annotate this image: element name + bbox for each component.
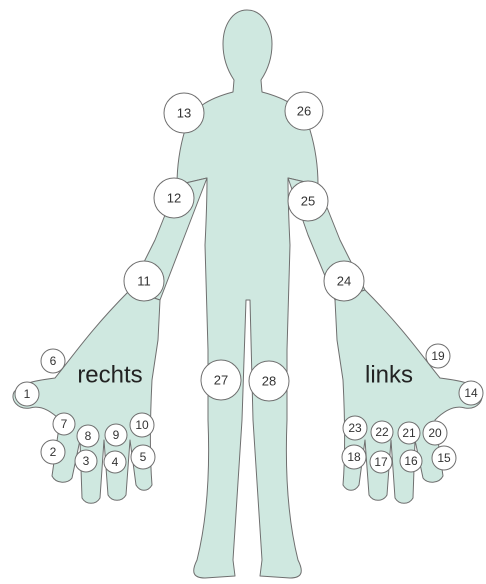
marker-7: 7 <box>53 413 75 435</box>
marker-label: 17 <box>374 455 388 469</box>
marker-20: 20 <box>423 421 447 445</box>
marker-10: 10 <box>130 413 154 437</box>
marker-4: 4 <box>104 451 126 473</box>
marker-label: 23 <box>348 421 362 435</box>
marker-1: 1 <box>15 382 39 406</box>
marker-label: 15 <box>437 451 451 465</box>
marker-label: 2 <box>50 445 57 459</box>
marker-label: 3 <box>83 454 90 468</box>
marker-label: 20 <box>428 426 442 440</box>
marker-label: 16 <box>404 454 418 468</box>
marker-2: 2 <box>41 440 65 464</box>
marker-label: 24 <box>337 274 351 289</box>
marker-label: 22 <box>375 425 389 439</box>
marker-21: 21 <box>398 422 420 444</box>
marker-label: 14 <box>464 386 478 400</box>
marker-22: 22 <box>371 421 393 443</box>
marker-label: 13 <box>177 106 191 121</box>
marker-label: 6 <box>50 354 57 368</box>
marker-14: 14 <box>459 381 483 405</box>
marker-18: 18 <box>342 445 366 469</box>
marker-26: 26 <box>285 92 323 130</box>
marker-label: 19 <box>431 349 445 363</box>
marker-label: 25 <box>301 194 315 209</box>
marker-label: 5 <box>140 450 147 464</box>
marker-19: 19 <box>426 344 450 368</box>
marker-3: 3 <box>75 450 97 472</box>
label-rechts: rechts <box>77 362 142 389</box>
marker-23: 23 <box>343 416 367 440</box>
marker-28: 28 <box>249 361 289 401</box>
marker-label: 26 <box>297 104 311 119</box>
marker-label: 21 <box>402 426 416 440</box>
body-silhouette <box>13 10 482 578</box>
marker-27: 27 <box>201 360 241 400</box>
marker-label: 1 <box>24 387 31 401</box>
marker-label: 28 <box>262 374 276 389</box>
marker-label: 18 <box>347 450 361 464</box>
marker-25: 25 <box>288 181 328 221</box>
marker-16: 16 <box>400 450 422 472</box>
label-links: links <box>365 362 413 389</box>
marker-label: 4 <box>112 455 119 469</box>
marker-label: 12 <box>167 191 181 206</box>
marker-label: 27 <box>214 373 228 388</box>
marker-13: 13 <box>164 93 204 133</box>
marker-label: 10 <box>135 418 149 432</box>
marker-9: 9 <box>105 424 127 446</box>
marker-label: 8 <box>85 429 92 443</box>
marker-label: 11 <box>137 274 151 289</box>
marker-11: 11 <box>124 261 164 301</box>
marker-12: 12 <box>154 178 194 218</box>
marker-15: 15 <box>432 446 456 470</box>
marker-8: 8 <box>77 425 99 447</box>
marker-label: 7 <box>61 417 68 431</box>
marker-17: 17 <box>370 451 392 473</box>
marker-6: 6 <box>41 349 65 373</box>
marker-24: 24 <box>324 261 364 301</box>
marker-5: 5 <box>131 445 155 469</box>
marker-label: 9 <box>113 428 120 442</box>
